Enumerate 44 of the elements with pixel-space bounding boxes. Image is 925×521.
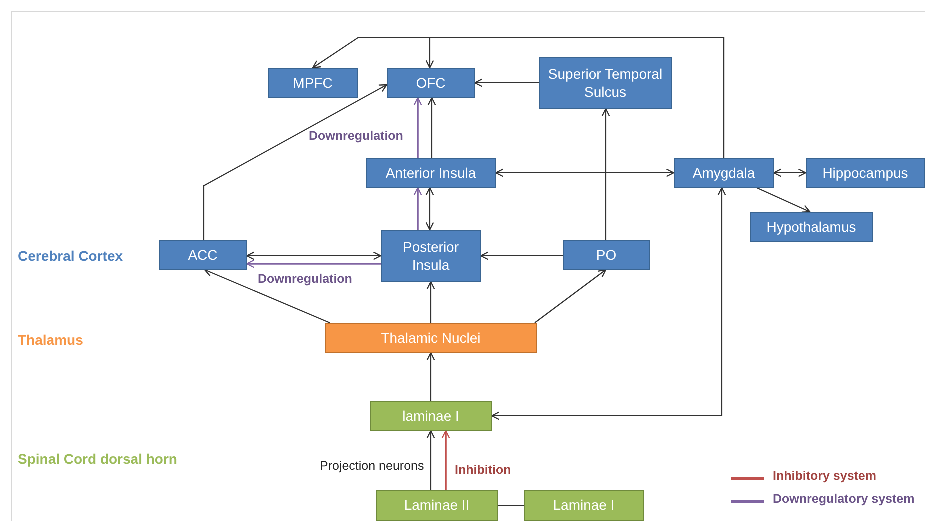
- arrow: [426, 430, 436, 490]
- region-box: MPFC: [268, 68, 358, 98]
- lamina-box: Laminae II: [376, 490, 498, 521]
- arrow: [426, 352, 436, 401]
- region-box: ACC: [159, 240, 247, 270]
- arrow: [426, 37, 725, 158]
- edge-label: Downregulation: [308, 129, 404, 143]
- arrow: [426, 187, 434, 231]
- arrow: [203, 84, 388, 240]
- edge-label: Inhibition: [454, 463, 512, 477]
- arrow: [414, 97, 422, 158]
- edge-label: Downregulation: [257, 272, 354, 286]
- region-box: Posterior Insula: [381, 230, 481, 282]
- arrow: [491, 187, 726, 420]
- region-box: Hippocampus: [806, 158, 925, 188]
- region-box: Superior Temporal Sulcus: [539, 57, 672, 109]
- arrow: [414, 187, 422, 230]
- arrow: [246, 260, 381, 268]
- arrow: [495, 168, 675, 178]
- arrow: [204, 268, 330, 324]
- level-label: Cerebral Cortex: [18, 248, 124, 264]
- region-box: Anterior Insula: [366, 158, 496, 188]
- edge-label: Projection neurons: [319, 459, 426, 473]
- region-box: Amygdala: [674, 158, 774, 188]
- arrow: [602, 108, 610, 240]
- arrow: [534, 269, 607, 324]
- arrow: [480, 252, 563, 260]
- arrow: [428, 97, 436, 158]
- level-label: Thalamus: [18, 332, 84, 348]
- arrow: [442, 430, 450, 490]
- arrow: [756, 188, 811, 213]
- lamina-box: Laminae I: [524, 490, 644, 521]
- legend-label: Downregulatory system: [773, 492, 915, 506]
- arrow: [773, 168, 807, 178]
- region-box: Hypothalamus: [750, 212, 873, 242]
- legend-label: Inhibitory system: [773, 469, 876, 483]
- level-label: Spinal Cord dorsal horn: [18, 451, 178, 467]
- nucleus-box: Thalamic Nuclei: [325, 323, 537, 353]
- arrow: [426, 281, 436, 323]
- region-box: PO: [563, 240, 650, 270]
- lamina-box: laminae I: [370, 401, 492, 431]
- region-box: OFC: [387, 68, 475, 98]
- arrow: [246, 252, 382, 260]
- arrow: [474, 78, 539, 88]
